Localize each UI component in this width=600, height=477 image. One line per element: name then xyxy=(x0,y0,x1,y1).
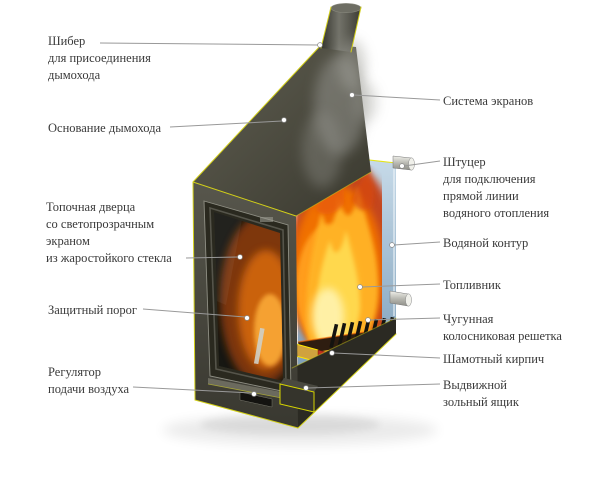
protective-threshold xyxy=(207,378,293,401)
label-ash-drawer: Выдвижной зольный ящик xyxy=(443,378,519,409)
edge-highlights xyxy=(192,6,397,429)
leader-lines xyxy=(99,42,441,394)
label-firebox: Топливник xyxy=(443,278,501,292)
fire xyxy=(292,162,382,362)
water-fitting-bottom xyxy=(389,290,412,307)
smoke xyxy=(302,39,378,188)
brand-mark xyxy=(260,217,273,222)
label-damper: Шибер для присоединения дымохода xyxy=(48,34,151,82)
label-water-circuit: Водяной контур xyxy=(443,236,529,250)
label-chimney-base: Основание дымохода xyxy=(48,121,162,135)
air-regulator-slot xyxy=(239,391,273,408)
label-protective-threshold: Защитный порог xyxy=(48,303,138,317)
base-wedge xyxy=(292,318,396,428)
label-air-regulator: Регулятор подачи воздуха xyxy=(48,365,130,396)
water-fitting-top xyxy=(392,155,415,171)
door-handle xyxy=(253,327,265,365)
label-screen-system: Система экранов xyxy=(443,94,534,108)
label-firebox-door: Топочная дверца со светопрозрачным экран… xyxy=(46,200,172,265)
label-cast-iron-grate: Чугунная колосниковая решетка xyxy=(443,312,562,343)
label-water-fitting: Штуцер для подключения прямой линии водя… xyxy=(443,155,550,220)
label-fireclay-brick: Шамотный кирпич xyxy=(443,352,545,366)
leader-dots xyxy=(237,42,405,397)
